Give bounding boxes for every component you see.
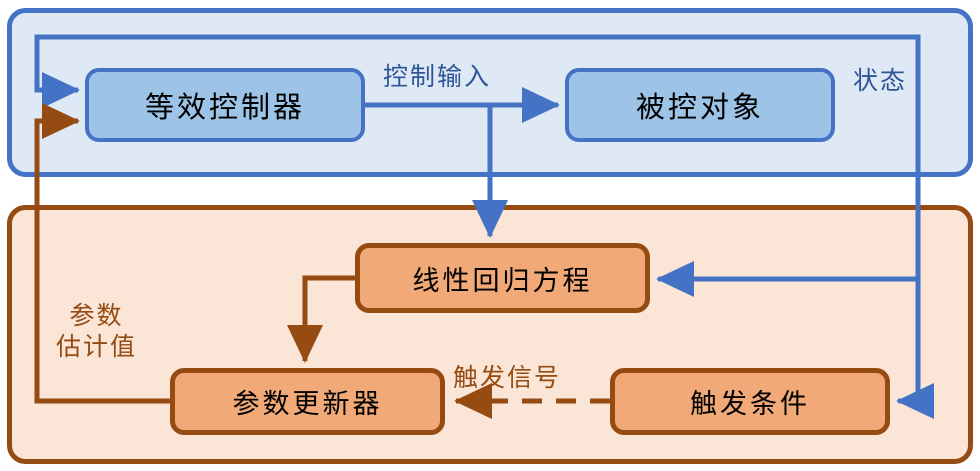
node-regression-label: 线性回归方程	[412, 265, 593, 296]
node-updater[interactable]: 参数更新器	[170, 368, 445, 435]
label-param-estimate-line1: 参数	[69, 303, 124, 330]
node-controller[interactable]: 等效控制器	[85, 68, 365, 142]
label-state: 状态	[853, 68, 908, 95]
node-controller-label: 等效控制器	[144, 92, 305, 124]
node-trigger[interactable]: 触发条件	[610, 368, 890, 435]
label-param-estimate: 参数 估计值	[56, 302, 137, 363]
label-control-input: 控制输入	[383, 64, 492, 91]
wire-state-feedback	[34, 34, 921, 109]
node-updater-label: 参数更新器	[232, 389, 383, 419]
wire-param-estimate	[34, 103, 170, 404]
node-plant-label: 被控对象	[635, 92, 764, 124]
node-regression[interactable]: 线性回归方程	[355, 243, 650, 313]
label-param-estimate-line2: 估计值	[56, 333, 138, 361]
wire-regression-to-updater	[286, 275, 355, 364]
wire-state-to-trigger	[895, 279, 934, 419]
node-trigger-label: 触发条件	[690, 389, 810, 419]
label-trigger-signal: 触发信号	[453, 365, 562, 392]
node-plant[interactable]: 被控对象	[565, 68, 835, 142]
